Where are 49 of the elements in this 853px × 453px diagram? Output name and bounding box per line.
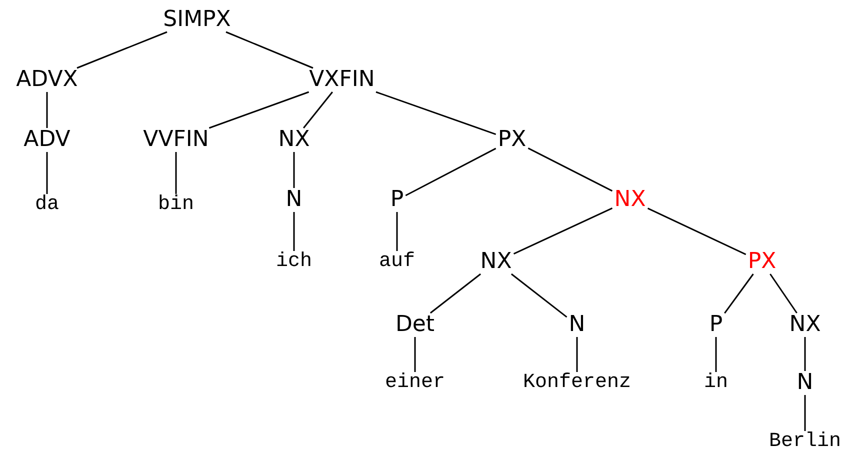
- word-label: da: [33, 194, 61, 216]
- category-label: P: [707, 313, 725, 337]
- tree-branch: [396, 212, 398, 251]
- tree-branch: [303, 92, 333, 128]
- tree-branch: [376, 91, 496, 135]
- tree-branch: [804, 395, 806, 431]
- tree-branch: [715, 337, 717, 372]
- category-label: P: [388, 188, 406, 212]
- category-label: NX: [276, 128, 312, 152]
- tree-branch: [513, 208, 613, 254]
- tree-branch: [770, 274, 798, 314]
- category-label: ADVX: [14, 68, 80, 92]
- tree-branch: [510, 273, 568, 318]
- category-label: N: [794, 371, 816, 395]
- category-label: PX: [746, 250, 778, 274]
- tree-branch: [647, 208, 746, 256]
- tree-branch: [430, 273, 482, 314]
- category-label: VVFIN: [141, 128, 211, 152]
- tree-branch: [576, 337, 578, 372]
- category-label: VXFIN: [307, 68, 377, 92]
- category-label: N: [284, 188, 304, 212]
- word-label: in: [702, 372, 730, 394]
- word-label: ich: [274, 251, 314, 273]
- category-label: NX: [787, 313, 823, 337]
- word-label: einer: [383, 372, 447, 394]
- category-label: N: [566, 313, 588, 337]
- tree-branch: [46, 92, 48, 128]
- tree-branch: [226, 31, 314, 69]
- category-label: SIMPX: [161, 8, 233, 32]
- tree-branch: [804, 337, 806, 371]
- category-label: Det: [393, 313, 437, 337]
- tree-branch: [293, 212, 295, 251]
- tree-branch: [414, 337, 416, 372]
- category-label: NX: [478, 250, 514, 274]
- category-label: PX: [496, 128, 528, 152]
- category-label: ADV: [22, 128, 72, 152]
- word-label: auf: [377, 251, 417, 273]
- tree-branch: [76, 31, 168, 69]
- tree-branch: [528, 148, 613, 192]
- tree-branch: [405, 148, 496, 196]
- category-label: NX: [612, 188, 648, 212]
- tree-branch: [208, 91, 310, 129]
- tree-branch: [724, 274, 754, 314]
- tree-branch: [46, 152, 48, 194]
- word-label: Konferenz: [520, 372, 634, 394]
- tree-branch: [175, 152, 177, 194]
- word-label: Berlin: [767, 431, 843, 453]
- word-label: bin: [156, 194, 196, 216]
- tree-branch: [293, 152, 295, 188]
